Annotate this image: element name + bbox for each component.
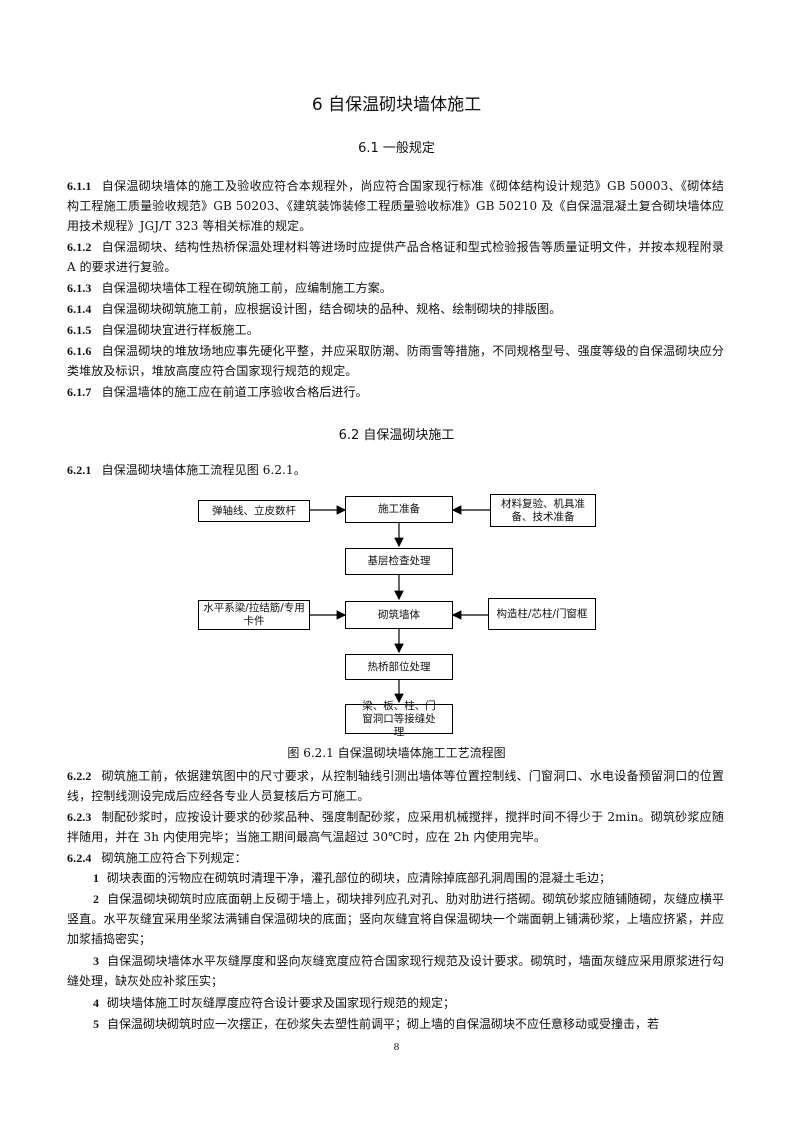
list-item-5: 5 自保温砌块砌筑时应一次摆正，在砂浆失去塑性前调平；砌上墙的自保温砌块不应任意移… <box>67 1014 724 1034</box>
clause-number: 6.2.4 <box>67 851 92 865</box>
clause-6-1-5: 6.1.5 自保温砌块宜进行样板施工。 <box>67 320 724 340</box>
clause-text: 自保温砌块、结构性热桥保温处理材料等进场时应提供产品合格证和型式检验报告等质量证… <box>67 240 724 274</box>
item-text: 自保温砌块墙体水平灰缝厚度和竖向灰缝宽度应符合国家现行规范及设计要求。砌筑时，墙… <box>67 954 724 988</box>
clause-number: 6.2.1 <box>67 463 92 477</box>
clause-number: 6.1.5 <box>67 323 92 337</box>
clause-text: 砌筑施工前，依据建筑图中的尺寸要求，从控制轴线引测出墙体等位置控制线、门窗洞口、… <box>67 769 724 803</box>
clause-number: 6.1.4 <box>67 302 92 316</box>
list-item-1: 1 砌块表面的污物应在砌筑时清理干净，灌孔部位的砌块，应清除掉底部孔洞周围的混凝土… <box>67 868 724 888</box>
item-text: 自保温砌块砌筑时应底面朝上反砌于墙上，砌块排列应孔对孔、肋对肋进行搭砌。砌筑砂浆… <box>67 892 724 946</box>
clause-number: 6.2.2 <box>67 769 92 783</box>
clause-6-2-4: 6.2.4 砌筑施工应符合下列规定： <box>67 848 724 868</box>
figure-caption: 图 6.2.1 自保温砌块墙体施工工艺流程图 <box>287 746 506 760</box>
clause-6-1-3: 6.1.3 自保温砌块墙体工程在砌筑施工前，应编制施工方案。 <box>67 278 724 298</box>
item-text: 砌块表面的污物应在砌筑时清理干净，灌孔部位的砌块，应清除掉底部孔洞周围的混凝土毛… <box>107 871 612 885</box>
clause-number: 6.1.3 <box>67 281 92 295</box>
clause-text: 制配砂浆时，应按设计要求的砂浆品种、强度制配砂浆，应采用机械搅拌，搅拌时间不得少… <box>67 810 724 844</box>
item-text: 砌块墙体施工时灰缝厚度应符合设计要求及国家现行规范的规定； <box>107 996 456 1010</box>
item-number: 4 <box>93 996 99 1010</box>
clause-text: 自保温墙体的施工应在前道工序验收合格后进行。 <box>101 385 368 399</box>
clause-text: 自保温砌块的堆放场地应事先硬化平整，并应采取防潮、防雨雪等措施，不同规格型号、强… <box>67 344 724 378</box>
chapter-title: 6 自保温砌块墙体施工 <box>311 95 482 115</box>
flow-box-base-check: 基层检查处理 <box>345 548 453 575</box>
flow-box-thermal-bridge: 热桥部位处理 <box>345 654 453 680</box>
flow-box-preparation: 施工准备 <box>345 496 453 523</box>
page-number: 8 <box>393 1041 400 1053</box>
item-number: 2 <box>93 892 99 906</box>
flow-box-columns: 构造柱/芯柱/门窗框 <box>488 598 596 630</box>
clause-6-2-1: 6.2.1 自保温砌块墙体施工流程见图 6.2.1。 <box>67 460 724 480</box>
list-item-4: 4 砌块墙体施工时灰缝厚度应符合设计要求及国家现行规范的规定； <box>67 993 724 1013</box>
flowchart-connectors <box>310 505 490 704</box>
item-number: 3 <box>93 954 99 968</box>
clause-6-1-7: 6.1.7 自保温墙体的施工应在前道工序验收合格后进行。 <box>67 382 724 402</box>
clause-6-1-4: 6.1.4 自保温砌块砌筑施工前，应根据设计图，结合砌块的品种、规格、绘制砌块的排… <box>67 299 724 319</box>
clause-text: 自保温砌块墙体工程在砌筑施工前，应编制施工方案。 <box>101 281 392 295</box>
section-title-6-2: 6.2 自保温砌块施工 <box>338 428 455 443</box>
flow-box-axis-lines: 弹轴线、立皮数杆 <box>198 500 310 522</box>
item-number: 1 <box>93 871 99 885</box>
section-title-6-1: 6.1 一般规定 <box>358 141 435 156</box>
clause-text: 自保温砌块砌筑施工前，应根据设计图，结合砌块的品种、规格、绘制砌块的排版图。 <box>101 302 562 316</box>
clause-number: 6.1.6 <box>67 344 92 358</box>
clause-text: 自保温砌块墙体施工流程见图 6.2.1。 <box>101 463 306 477</box>
clause-number: 6.1.1 <box>67 179 92 193</box>
clause-text: 砌筑施工应符合下列规定： <box>101 851 247 865</box>
flow-box-joint-treatment: 梁、板、柱、门窗洞口等接缝处理 <box>345 700 453 738</box>
flow-box-build-wall: 砌筑墙体 <box>345 601 453 629</box>
clause-number: 6.2.3 <box>67 810 92 824</box>
clause-text: 自保温砌块墙体的施工及验收应符合本规程外，尚应符合国家现行标准《砌体结构设计规范… <box>67 179 724 233</box>
clause-number: 6.1.7 <box>67 385 92 399</box>
construction-flowchart: 弹轴线、立皮数杆 施工准备 材料复验、机具准备、技术准备 基层检查处理 水平系梁… <box>190 490 610 738</box>
flow-box-tie-beams: 水平系梁/拉结筋/专用卡件 <box>198 600 310 630</box>
item-number: 5 <box>93 1017 99 1031</box>
clause-text: 自保温砌块宜进行样板施工。 <box>101 323 259 337</box>
flow-box-materials: 材料复验、机具准备、技术准备 <box>490 494 596 527</box>
item-text: 自保温砌块砌筑时应一次摆正，在砂浆失去塑性前调平；砌上墙的自保温砌块不应任意移动… <box>107 1017 660 1031</box>
clause-number: 6.1.2 <box>67 240 92 254</box>
